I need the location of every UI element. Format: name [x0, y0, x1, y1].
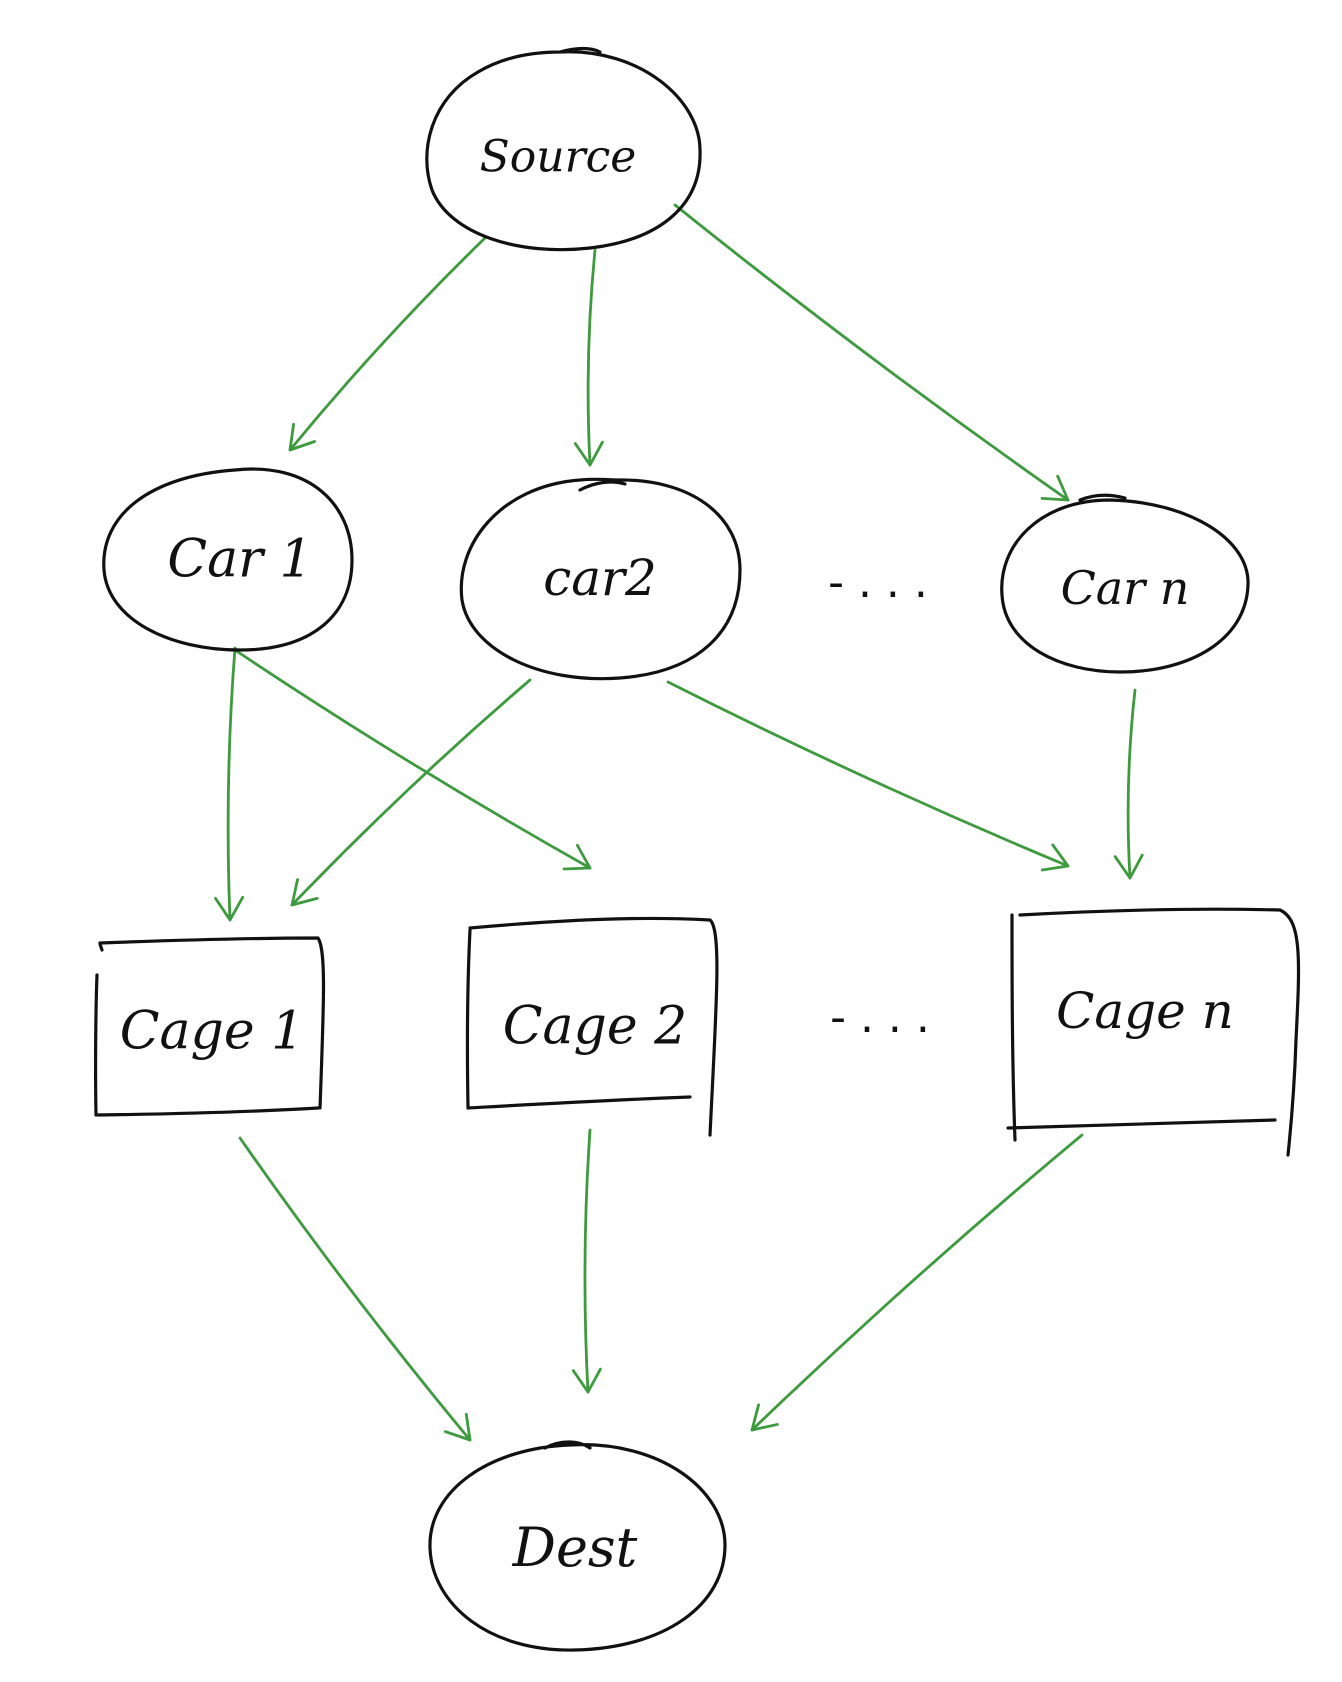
node-car2-outline	[459, 477, 742, 681]
edge-car1-to-cage2	[233, 648, 592, 870]
arrowhead-cage1-to-dest	[443, 1412, 472, 1442]
node-source-outline	[425, 47, 702, 252]
node-car2-label: car2	[543, 549, 657, 607]
node-source: Source	[425, 47, 702, 252]
node-carn: Car n	[1000, 493, 1250, 674]
node-cage2-outline	[465, 916, 719, 1137]
node-car1-label: Car 1	[167, 530, 312, 590]
node-cagen-outline	[1006, 907, 1301, 1157]
node-cagen-label: Cage n	[1056, 982, 1234, 1040]
arrowhead-car2-to-cage1	[290, 878, 319, 907]
edge-cage1-to-dest	[238, 1136, 472, 1442]
edge-cage2-to-dest	[583, 1128, 592, 1394]
node-cage2-label: Cage 2	[503, 997, 687, 1057]
node-car1-outline	[102, 467, 354, 652]
arrowhead-car2-to-cagen	[1040, 843, 1070, 872]
node-cage1: Cage 1	[93, 936, 326, 1117]
edge-car1-to-cage1	[226, 646, 237, 922]
arrowhead-carn-to-cagen	[1113, 853, 1144, 880]
node-cage1-label: Cage 1	[120, 1002, 304, 1062]
edge-source-to-car1	[288, 236, 487, 452]
edge-source-to-carn	[673, 203, 1070, 502]
edge-cagen-to-dest	[750, 1133, 1084, 1432]
edge-car2-to-cage1	[290, 678, 532, 907]
arrowhead-source-to-carn	[1040, 474, 1070, 502]
cars-ellipsis: - . . .	[828, 557, 928, 608]
cages-ellipsis: - . . .	[830, 992, 930, 1043]
arrowhead-source-to-car1	[288, 422, 316, 452]
node-car1: Car 1	[102, 467, 354, 652]
node-dest-label: Dest	[512, 1516, 638, 1579]
arrowhead-source-to-car2	[573, 440, 604, 467]
node-cage2: Cage 2	[465, 916, 719, 1137]
node-cagen: Cage n	[1006, 907, 1301, 1157]
arrowhead-car1-to-cage1	[214, 895, 245, 922]
arrowhead-car1-to-cage2	[562, 843, 592, 871]
node-carn-outline	[1000, 493, 1250, 674]
arrowhead-cage2-to-dest	[571, 1367, 602, 1394]
edge-car2-to-cagen	[666, 680, 1070, 868]
node-carn-label: Car n	[1061, 561, 1190, 615]
edge-carn-to-cagen	[1126, 688, 1137, 880]
arrowhead-cagen-to-dest	[750, 1403, 779, 1432]
edges-group	[214, 203, 1144, 1442]
node-cage1-outline	[93, 936, 326, 1117]
node-dest-outline	[428, 1440, 727, 1652]
node-car2: car2	[459, 477, 742, 681]
node-source-label: Source	[480, 132, 637, 183]
node-dest: Dest	[428, 1440, 727, 1652]
edge-source-to-car2	[586, 248, 597, 467]
